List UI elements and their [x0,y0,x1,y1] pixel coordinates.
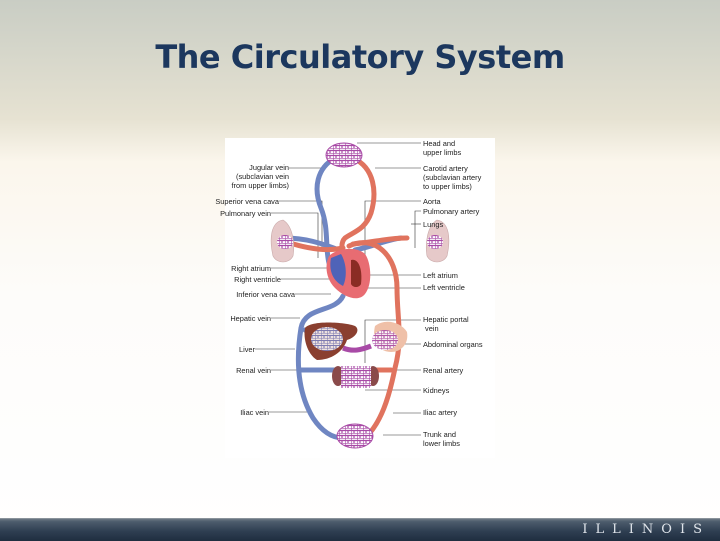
label-inferior-vena-cava: Inferior vena cava [236,290,295,299]
label-pulmonary-artery: Pulmonary artery [423,207,480,216]
label-liver: Liver [238,345,255,354]
label-aorta: Aorta [423,197,441,206]
label-superior-vena-cava: Superior vena cava [215,197,279,206]
left-lung-capillaries [277,235,293,249]
hepatic-portal-vein [342,343,372,353]
arteries [284,155,410,441]
circulatory-diagram-art [255,142,450,449]
illinois-wordmark: ILLINOIS [582,522,710,537]
right-lung-capillaries [427,235,443,249]
label-carotid-artery: Carotid artery (subclavian artery to upp… [423,164,482,191]
footer-bar: ILLINOIS [0,518,720,541]
circulatory-diagram: Jugular vein (subclavian vein from upper… [215,138,495,458]
label-renal-artery: Renal artery [423,366,464,375]
label-kidneys: Kidneys [423,386,450,395]
label-jugular-vein: Jugular vein (subclavian vein from upper… [231,163,290,190]
label-hepatic-portal-vein: Hepatic portal vein [423,315,469,333]
label-iliac-artery: Iliac artery [423,408,458,417]
label-hepatic-vein: Hepatic vein [230,314,271,323]
veins [282,155,404,441]
label-renal-vein: Renal vein [236,366,271,375]
label-right-atrium: Right atrium [231,264,271,273]
liver-capillaries [311,327,343,351]
label-abdominal-organs: Abdominal organs [423,340,483,349]
heart-left-side [351,259,362,287]
label-left-ventricle: Left ventricle [423,283,465,292]
label-pulmonary-vein: Pulmonary vein [220,209,271,218]
head-capillaries [325,142,363,168]
label-left-atrium: Left atrium [423,271,458,280]
label-right-ventricle: Right ventricle [234,275,281,284]
lower-limb-capillaries [336,423,374,449]
heart-right-side [330,254,346,286]
kidney-capillaries [341,366,371,388]
label-iliac-vein: Iliac vein [240,408,269,417]
label-trunk-lower-limbs: Trunk and lower limbs [423,430,460,448]
label-lungs: Lungs [423,220,444,229]
slide-title: The Circulatory System [155,38,565,76]
label-head-upper-limbs: Head and upper limbs [423,139,462,157]
abdominal-capillaries [372,330,398,350]
